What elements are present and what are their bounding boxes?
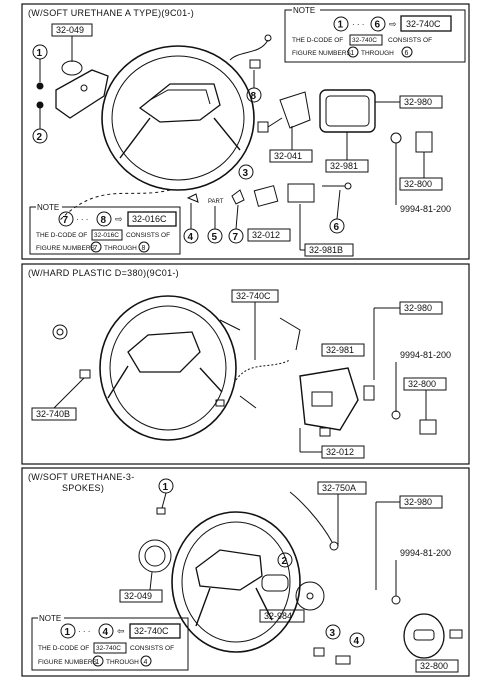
label-32-800: 32-800 xyxy=(408,379,436,389)
svg-text:· · ·: · · · xyxy=(76,215,88,224)
note-through: THROUGH xyxy=(361,50,394,57)
label-32-049: 32-049 xyxy=(124,591,152,601)
note2-from-number: 7 xyxy=(63,215,69,226)
svg-text:· · ·: · · · xyxy=(78,627,90,636)
rivet-label: PART xyxy=(208,199,224,205)
label-32-984: 32-984 xyxy=(264,611,292,621)
note2-inline-code: 32-016C xyxy=(94,232,119,239)
label-32-981: 32-981 xyxy=(326,345,354,355)
section-title-line-2: SPOKES) xyxy=(62,483,104,493)
section-hard-plastic: (W/HARD PLASTIC D=380)(9C01-) 32-740B 32… xyxy=(21,263,470,465)
callout-3: 3 xyxy=(330,628,336,639)
note3-through: THROUGH xyxy=(106,659,139,666)
note3-figure-from: 1 xyxy=(96,659,100,666)
callout-1: 1 xyxy=(163,482,169,493)
svg-text:⇨: ⇨ xyxy=(389,19,397,29)
section-title: (W/SOFT URETHANE-3- xyxy=(28,472,135,482)
steering-wheel xyxy=(101,45,255,191)
note3-prefix: THE D-CODE OF xyxy=(38,645,89,652)
svg-text:⇨: ⇨ xyxy=(115,214,123,224)
note3-code: 32-740C xyxy=(134,626,169,636)
note3-from-number: 1 xyxy=(65,627,71,638)
label-32-980: 32-980 xyxy=(404,303,432,313)
callout-5: 5 xyxy=(212,232,218,243)
label-9994-81-200: 9994-81-200 xyxy=(400,350,451,360)
note-box-3: NOTE 1 · · · 4 ⇦ 32-740C THE D-CODE OF 3… xyxy=(31,614,189,671)
label-32-012: 32-012 xyxy=(252,230,280,240)
note-figure-prefix: FIGURE NUMBERS xyxy=(292,50,352,57)
note3-heading: NOTE xyxy=(39,614,61,623)
note-to-number: 6 xyxy=(375,20,381,31)
note3-figure-prefix: FIGURE NUMBERS xyxy=(38,659,98,666)
note2-through: THROUGH xyxy=(104,245,137,252)
note2-heading: NOTE xyxy=(37,203,59,212)
label-32-800: 32-800 xyxy=(420,661,448,671)
note-consists: CONSISTS OF xyxy=(388,37,432,44)
note3-inline-code: 32-740C xyxy=(96,645,121,652)
label-32-041: 32-041 xyxy=(274,151,302,161)
callout-3: 3 xyxy=(243,168,249,179)
note-heading: NOTE xyxy=(293,6,315,15)
note-box-2: NOTE 7 · · · 8 ⇨ 32-016C THE D-CODE OF 3… xyxy=(29,203,181,255)
note2-figure-prefix: FIGURE NUMBERS xyxy=(36,245,96,252)
note3-to-number: 4 xyxy=(103,627,109,638)
callout-2: 2 xyxy=(37,132,43,143)
label-9994-81-200: 9994-81-200 xyxy=(400,548,451,558)
svg-text:⇦: ⇦ xyxy=(117,626,125,636)
note2-figure-from: 7 xyxy=(94,245,98,252)
label-32-800: 32-800 xyxy=(404,179,432,189)
note3-figure-to: 4 xyxy=(144,659,148,666)
note2-prefix: THE D-CODE OF xyxy=(36,232,87,239)
section-soft-urethane-a-type: (W/SOFT URETHANE A TYPE)(9C01-) NOTE 1 ·… xyxy=(21,3,470,260)
note-box: NOTE 1 · · · 6 ⇨ 32-740C THE D-CODE OF 3… xyxy=(284,6,466,63)
note-prefix: THE D-CODE OF xyxy=(292,37,343,44)
note-figure-to: 6 xyxy=(405,50,409,57)
label-32-980: 32-980 xyxy=(404,97,432,107)
label-32-740c: 32-740C xyxy=(236,291,271,301)
note-code: 32-740C xyxy=(406,19,441,29)
label-32-012: 32-012 xyxy=(326,447,354,457)
note-figure-from: 1 xyxy=(351,50,355,57)
label-32-750a: 32-750A xyxy=(322,483,356,493)
label-32-049: 32-049 xyxy=(56,25,84,35)
callout-8: 8 xyxy=(251,91,257,102)
label-9994-81-200: 9994-81-200 xyxy=(400,204,451,214)
label-32-740b: 32-740B xyxy=(36,409,70,419)
section-title: (W/SOFT URETHANE A TYPE)(9C01-) xyxy=(28,8,194,18)
callout-4: 4 xyxy=(188,232,194,243)
callout-7: 7 xyxy=(233,232,239,243)
callout-2: 2 xyxy=(282,556,288,567)
svg-text:· · ·: · · · xyxy=(352,20,364,29)
label-32-981b: 32-981B xyxy=(309,245,343,255)
note-from-number: 1 xyxy=(338,20,344,31)
note3-consists: CONSISTS OF xyxy=(130,645,174,652)
label-32-980: 32-980 xyxy=(404,497,432,507)
note2-figure-to: 8 xyxy=(142,245,146,252)
note2-to-number: 8 xyxy=(101,215,107,226)
note2-consists: CONSISTS OF xyxy=(126,232,170,239)
note-inline-code: 32-740C xyxy=(352,37,377,44)
callout-6: 6 xyxy=(334,222,340,233)
callout-4: 4 xyxy=(354,636,360,647)
callout-1: 1 xyxy=(37,48,43,59)
note2-code: 32-016C xyxy=(132,214,167,224)
horn-hub: 32-049 xyxy=(51,23,109,119)
section-soft-urethane-3-spokes: (W/SOFT URETHANE-3- SPOKES) 1 32-049 2 3… xyxy=(21,467,470,677)
label-32-981: 32-981 xyxy=(330,161,358,171)
section-title: (W/HARD PLASTIC D=380)(9C01-) xyxy=(28,268,179,278)
